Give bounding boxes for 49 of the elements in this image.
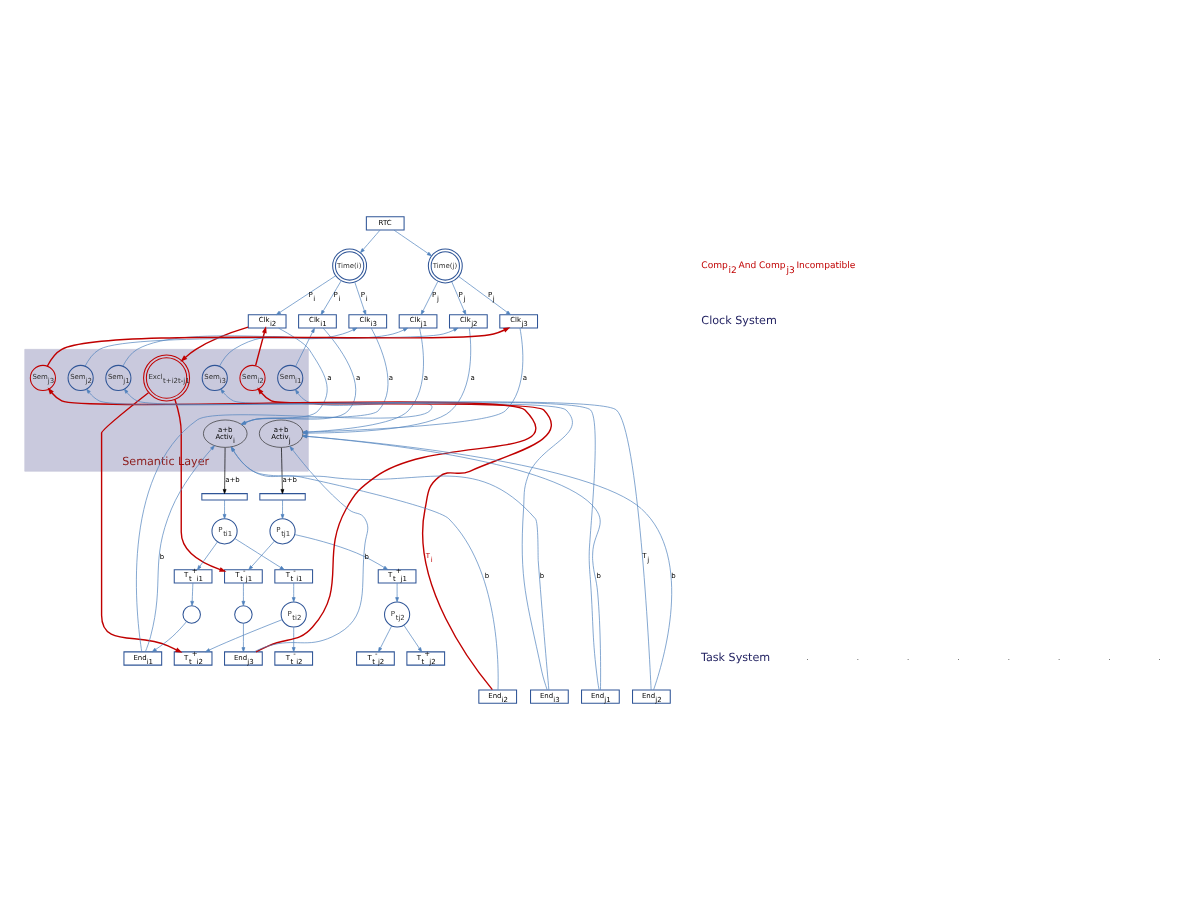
arrow	[302, 433, 601, 690]
arrow	[180, 325, 249, 361]
arrow	[302, 433, 673, 690]
arrow	[100, 391, 183, 652]
arrow	[451, 280, 467, 315]
arrow	[291, 625, 296, 652]
arrow	[136, 388, 433, 652]
arrow	[124, 387, 600, 690]
arrow	[151, 620, 187, 652]
arrow	[197, 540, 218, 570]
node-bar	[201, 492, 248, 500]
arrow	[276, 274, 336, 315]
arrow	[86, 387, 652, 690]
arrow	[84, 326, 459, 366]
arrow	[291, 581, 296, 602]
arrow	[47, 386, 537, 652]
arrow	[190, 581, 194, 605]
arrow	[145, 444, 215, 652]
arrow	[395, 581, 399, 602]
node-bar	[259, 492, 306, 500]
arrow	[205, 618, 283, 652]
arrow	[295, 326, 315, 366]
arrow	[280, 498, 285, 518]
arrow	[122, 326, 408, 366]
node-circle	[182, 604, 201, 623]
node-circle	[234, 604, 253, 623]
arrow	[234, 537, 285, 570]
arrow	[360, 228, 381, 253]
arrow	[403, 623, 423, 652]
arrow	[294, 533, 389, 569]
arrow	[378, 624, 392, 652]
arrow	[241, 622, 246, 652]
arrow	[241, 581, 246, 605]
arrow	[222, 498, 227, 518]
arrow	[46, 326, 511, 366]
arrow	[254, 325, 267, 366]
arrow	[280, 446, 285, 493]
arrow	[458, 275, 511, 315]
arrow	[393, 228, 432, 256]
arrow	[354, 280, 367, 315]
arrow	[253, 445, 369, 652]
arrow	[257, 386, 553, 690]
arrow	[420, 280, 439, 314]
arrow	[248, 539, 275, 570]
arrow	[174, 397, 227, 571]
arrow	[320, 279, 342, 315]
arrow	[222, 446, 227, 493]
arrow	[219, 326, 358, 366]
arrow	[220, 387, 573, 690]
